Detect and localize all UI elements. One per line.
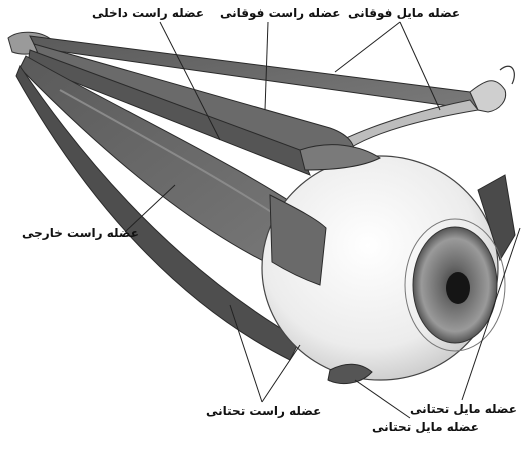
label-inferior-oblique-right: عضله مایل تحتانی bbox=[410, 402, 517, 416]
pupil bbox=[446, 272, 470, 304]
trochlea-hook bbox=[500, 66, 514, 84]
label-inferior-oblique-bottom: عضله مایل تحتانی bbox=[372, 420, 479, 434]
leader-superior-oblique-a bbox=[335, 22, 400, 72]
leader-inferior-oblique-a bbox=[355, 380, 410, 418]
label-superior-oblique: عضله مایل فوقانی bbox=[348, 6, 460, 20]
label-superior-rectus: عضله راست فوقانی bbox=[220, 6, 340, 20]
label-medial-rectus: عضله راست داخلی bbox=[92, 6, 204, 20]
label-inferior-rectus: عضله راست تحتانی bbox=[206, 404, 321, 418]
label-lateral-rectus: عضله راست خارجی bbox=[22, 226, 139, 240]
superior-oblique-tendon bbox=[342, 100, 478, 148]
